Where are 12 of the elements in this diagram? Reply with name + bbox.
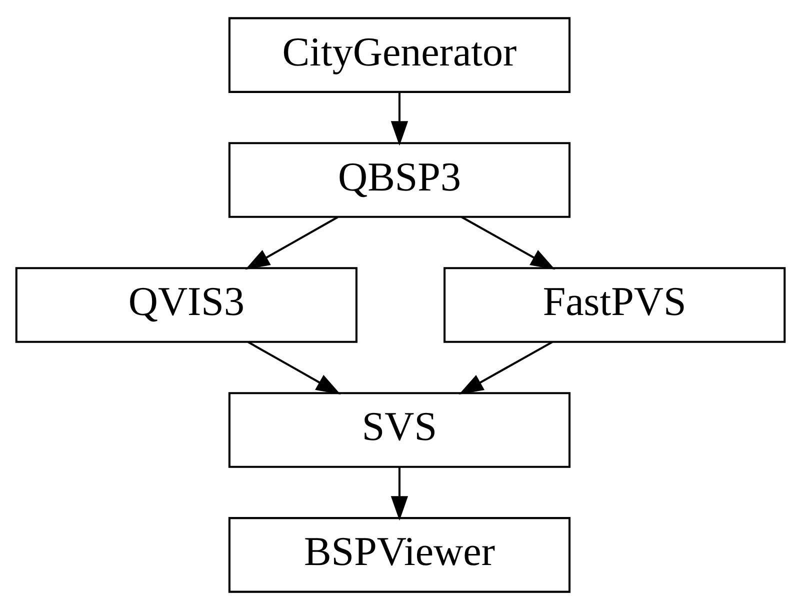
node-box: BSPViewer xyxy=(228,516,571,592)
node-box: SVS xyxy=(228,392,571,468)
node-box: QVIS3 xyxy=(15,266,358,342)
node-box: CityGenerator xyxy=(228,16,571,92)
arrow xyxy=(248,340,341,394)
node-box: QBSP3 xyxy=(228,142,571,218)
arrow xyxy=(390,466,408,520)
node-box: FastPVS xyxy=(444,266,786,342)
arrow xyxy=(245,216,338,270)
arrow xyxy=(461,216,556,270)
arrow xyxy=(458,340,553,394)
arrow xyxy=(390,92,408,146)
